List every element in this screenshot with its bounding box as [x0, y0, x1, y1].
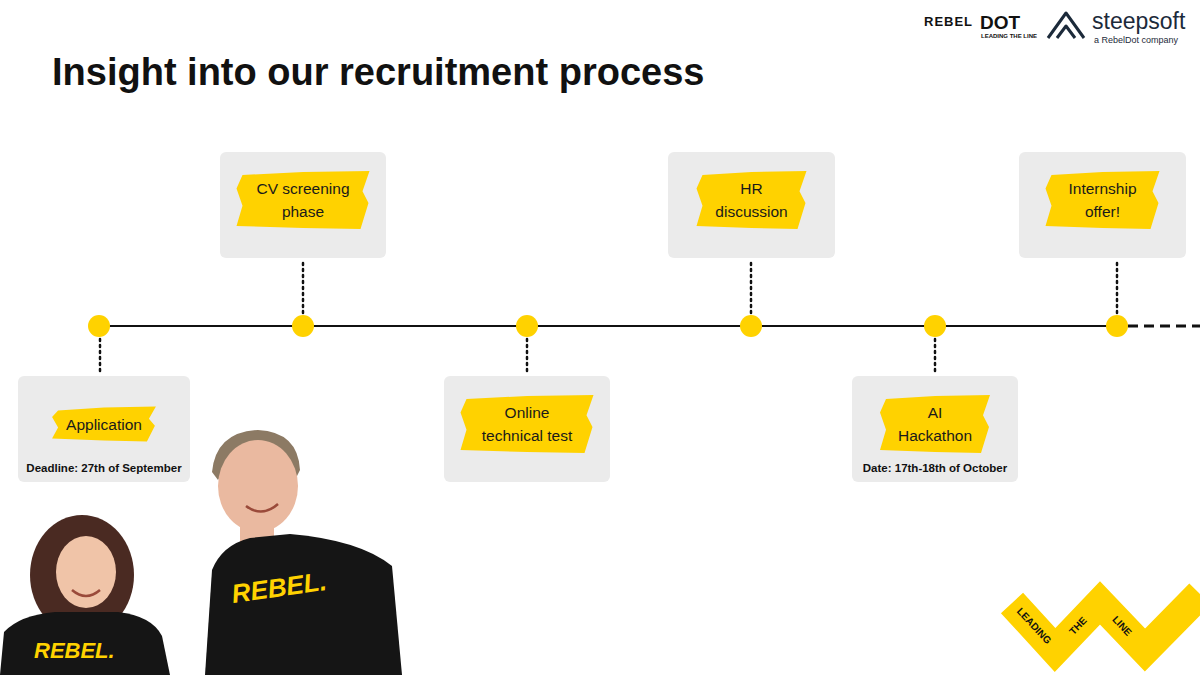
- person-man: [205, 430, 402, 675]
- logo-tagline: LEADING THE LINE: [981, 33, 1037, 40]
- leader-line: [526, 339, 529, 372]
- corner-zigzag: [1012, 594, 1200, 650]
- face: [56, 536, 116, 608]
- timeline-dot: [88, 315, 110, 337]
- logo-text: steepsoft: [1092, 8, 1185, 34]
- timeline-dots: [88, 315, 1128, 337]
- brush-stroke: [1046, 171, 1160, 229]
- step-box: ApplicationDeadline: 27th of September: [18, 376, 190, 482]
- timeline-dot: [516, 315, 538, 337]
- brush-stroke: [237, 171, 370, 229]
- timeline-line: [99, 325, 1117, 327]
- step-box: CV screening phase: [220, 152, 386, 258]
- step-name: CV screening phase: [251, 177, 356, 223]
- corner-word: LEADING: [1014, 606, 1053, 647]
- logo-text: REBEL: [924, 15, 973, 30]
- steepsoft-icon: [1048, 13, 1084, 38]
- smile: [72, 590, 100, 596]
- brush-stroke: [52, 407, 156, 442]
- timeline-tail: [1128, 325, 1200, 328]
- timeline-dot: [1106, 315, 1128, 337]
- page-title: Insight into our recruitment process: [52, 50, 704, 94]
- brush-stroke: [461, 395, 594, 453]
- step-box: Internship offer!: [1019, 152, 1186, 258]
- logo-tagline: a RebelDot company: [1094, 35, 1178, 45]
- smile: [246, 504, 278, 512]
- leader-line: [1116, 263, 1119, 313]
- face: [218, 440, 298, 532]
- step-box: AI HackathonDate: 17th-18th of October: [852, 376, 1018, 482]
- brush-stroke: [697, 171, 807, 229]
- shirt-print: REBEL.: [230, 567, 329, 610]
- leader-line: [99, 339, 102, 372]
- shirt: [0, 612, 170, 675]
- shirt-print: REBEL.: [34, 638, 115, 663]
- step-date: Date: 17th-18th of October: [863, 461, 1007, 475]
- leader-line: [302, 263, 305, 313]
- shirt: [205, 534, 402, 675]
- brush-stroke: [880, 395, 990, 453]
- logo-text: DOT: [980, 12, 1020, 34]
- timeline-dot: [740, 315, 762, 337]
- step-name: Application: [66, 413, 142, 436]
- step-name: Online technical test: [475, 401, 580, 447]
- step-name: AI Hackathon: [894, 401, 976, 447]
- step-name: HR discussion: [711, 177, 793, 223]
- timeline-dot: [924, 315, 946, 337]
- corner-word: THE: [1067, 615, 1089, 637]
- leader-line: [934, 339, 937, 372]
- step-box: HR discussion: [668, 152, 835, 258]
- leader-lines: [100, 263, 1117, 372]
- step-name: Internship offer!: [1060, 177, 1146, 223]
- corner-word: LINE: [1110, 614, 1134, 639]
- person-woman: [0, 515, 170, 675]
- leader-line: [750, 263, 753, 313]
- timeline-dot: [292, 315, 314, 337]
- step-date: Deadline: 27th of September: [26, 461, 181, 475]
- step-box: Online technical test: [444, 376, 610, 482]
